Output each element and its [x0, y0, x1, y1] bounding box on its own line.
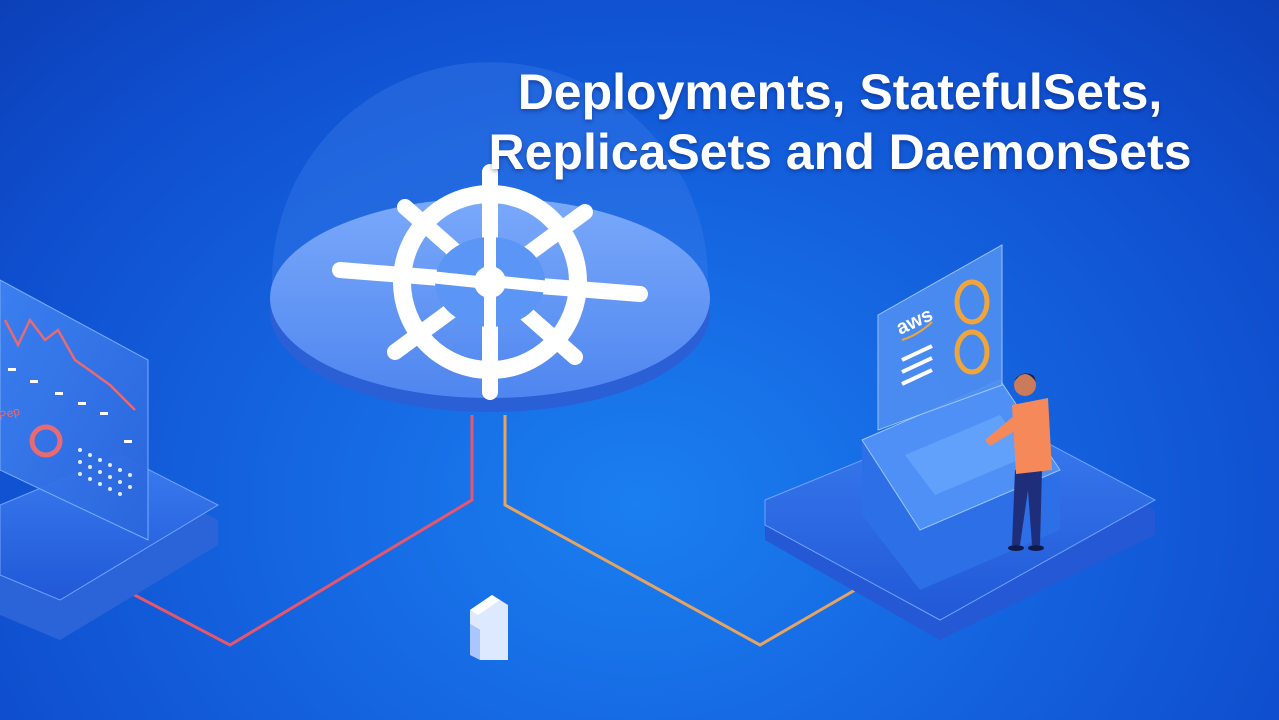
page-title: Deployments, StatefulSets, ReplicaSets a…	[440, 62, 1240, 182]
kubernetes-helm-wheel-icon	[332, 164, 648, 400]
right-aws-platform: aws	[764, 244, 1157, 640]
network-cables	[124, 415, 856, 647]
person-figure	[985, 373, 1052, 551]
node-block-icon	[470, 595, 508, 660]
left-panel-label: Pep	[0, 404, 22, 423]
title-line-2: ReplicaSets and DaemonSets	[488, 124, 1192, 180]
title-line-1: Deployments, StatefulSets,	[517, 64, 1163, 120]
left-dashboard-platform: Pep	[0, 279, 220, 640]
